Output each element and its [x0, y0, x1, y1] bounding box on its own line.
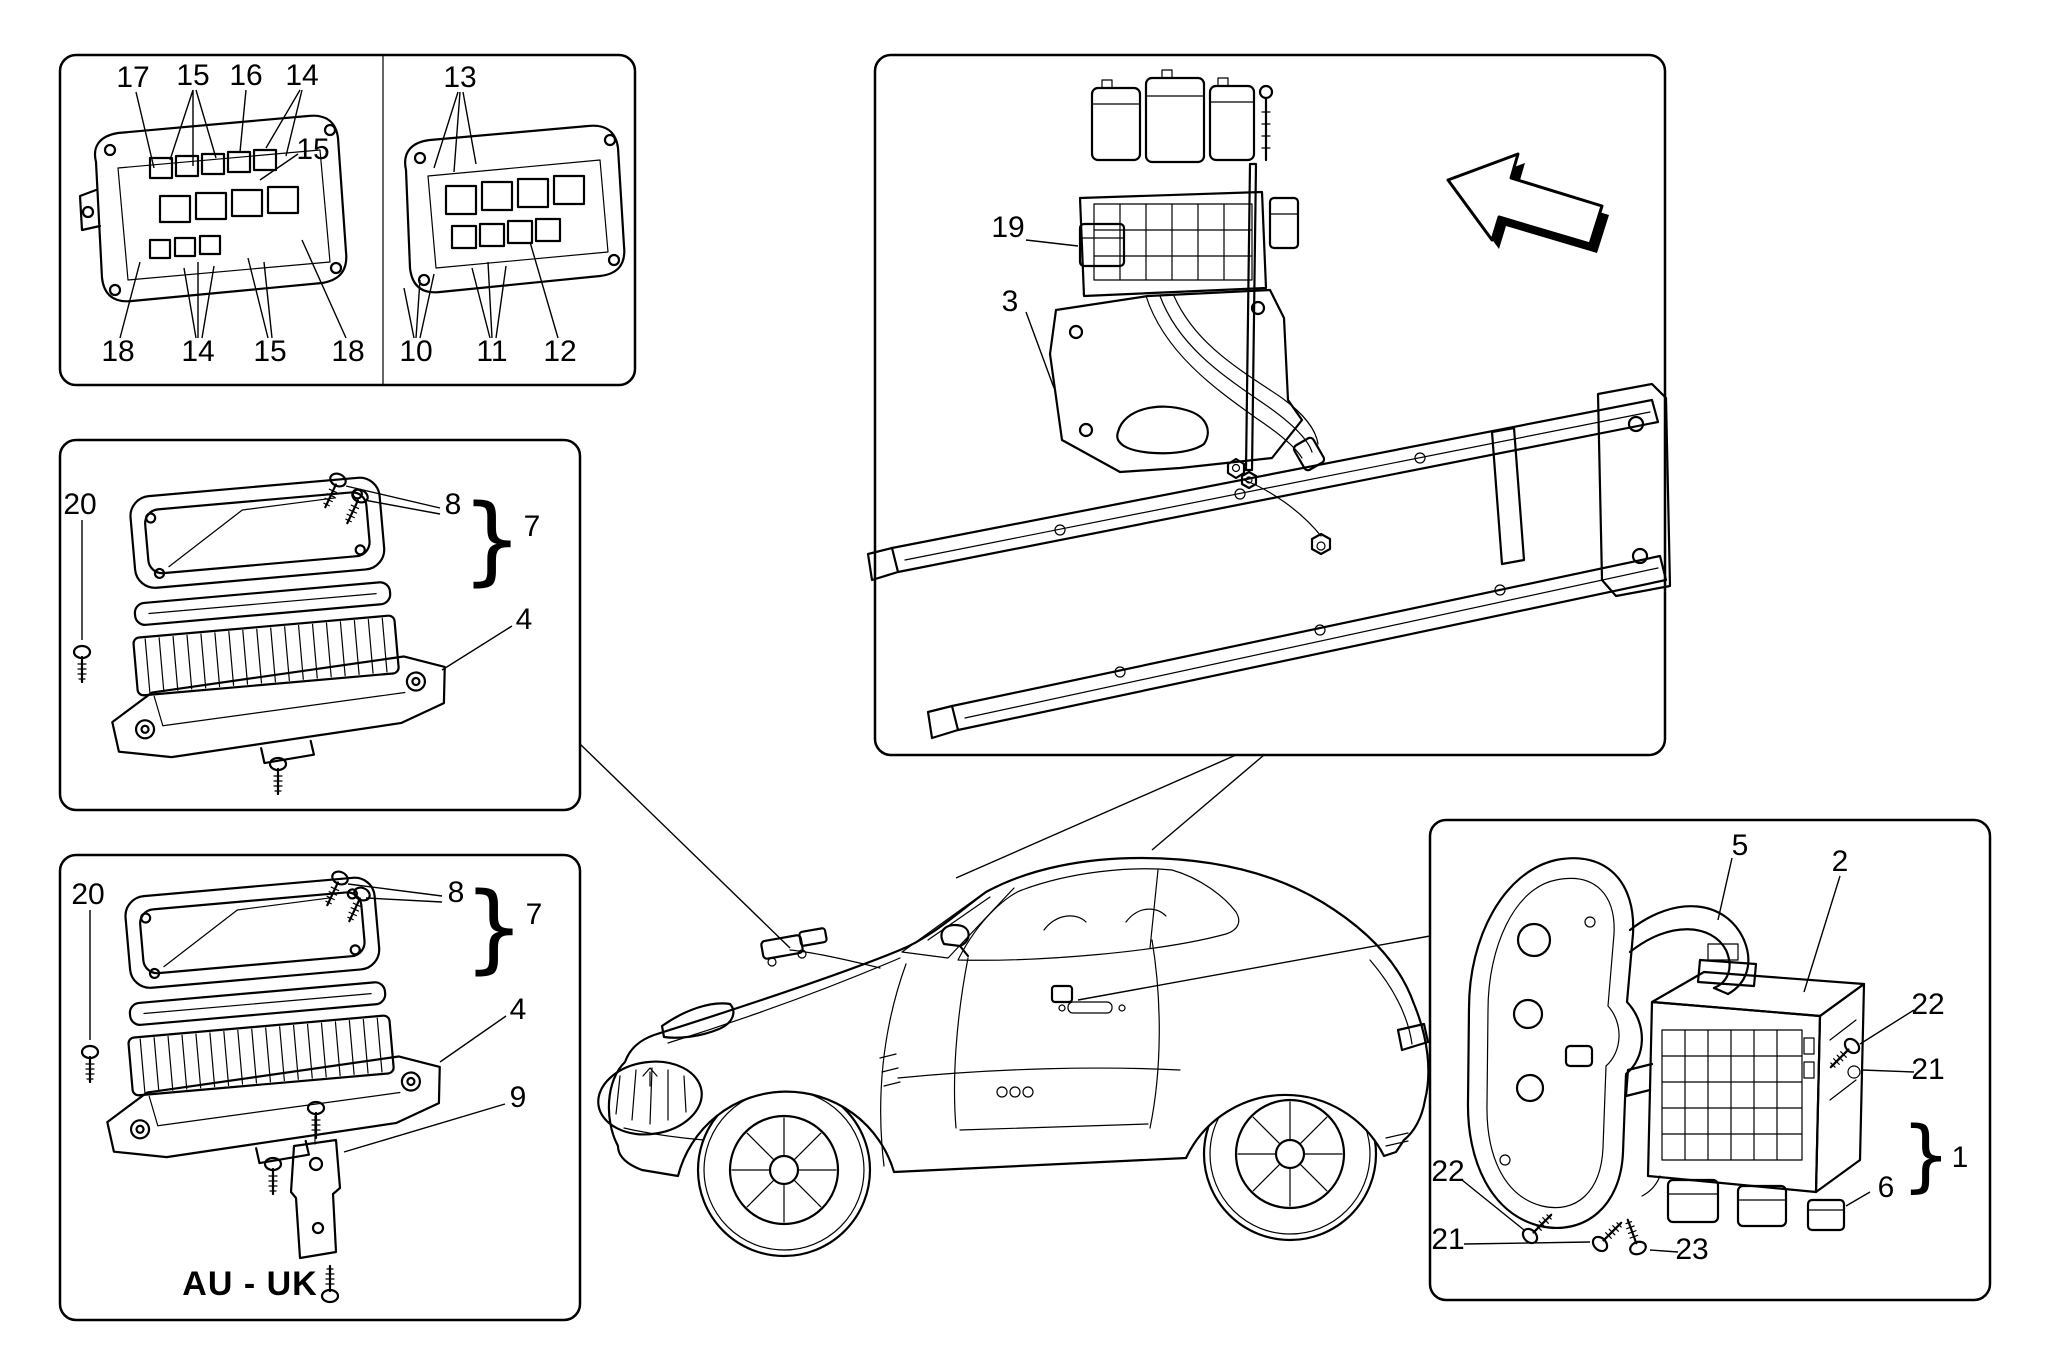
callout-18-a: 18 — [101, 335, 135, 368]
relay-19 — [1078, 222, 1126, 268]
wiring-harness — [1145, 295, 1326, 472]
panel-bottom-left-ecu — [58, 853, 582, 1322]
callout-14-b: 14 — [181, 335, 215, 368]
callout-leader-lines-d — [1025, 239, 1079, 389]
callout-19: 19 — [991, 211, 1025, 244]
hood-component — [760, 927, 828, 967]
support-bracket — [1048, 288, 1304, 480]
brace-glyph: } — [1901, 1111, 1951, 1201]
chassis-rails — [866, 382, 1672, 740]
callout-leader-lines-e — [1461, 857, 1915, 1253]
relay-modules — [1090, 69, 1274, 164]
callout-15-a: 15 — [176, 59, 210, 92]
car-details — [597, 868, 1430, 1167]
fuse-block — [1078, 162, 1300, 490]
trim-panel — [1466, 857, 1750, 1229]
callout-23: 23 — [1675, 1233, 1709, 1266]
callout-leader-lines-a — [119, 89, 559, 339]
callout-20-b: 20 — [63, 488, 97, 521]
panel-top-left-fuseboxes — [58, 53, 637, 387]
panel-middle-left-ecu — [58, 438, 582, 812]
callout-leader-lines-b — [81, 485, 513, 671]
callout-5: 5 — [1731, 829, 1749, 862]
car-body — [607, 856, 1430, 1178]
callout-17: 17 — [116, 61, 150, 94]
callout-15-b: 15 — [253, 335, 287, 368]
callout-7-b: 7 — [523, 510, 541, 543]
callout-8-c: 8 — [447, 876, 465, 909]
door-lock-component — [1050, 984, 1074, 1012]
callout-leader-lines-c — [89, 883, 507, 1153]
callout-3: 3 — [1001, 285, 1019, 318]
callout-22-r: 22 — [1911, 988, 1945, 1021]
callout-16: 16 — [229, 59, 263, 92]
callout-6: 6 — [1877, 1171, 1895, 1204]
callout-4-c: 4 — [509, 993, 527, 1026]
callout-8-b: 8 — [444, 488, 462, 521]
callout-12: 12 — [543, 335, 577, 368]
brace-glyph: } — [463, 872, 525, 984]
callout-15-side: 15 — [296, 133, 330, 166]
fusebox-view-right — [404, 124, 626, 294]
callout-13: 13 — [443, 61, 477, 94]
fusebox-body — [1624, 943, 1866, 1232]
washer-icon — [1847, 1065, 1861, 1079]
callout-21-r: 21 — [1911, 1053, 1945, 1086]
callout-22-l: 22 — [1431, 1155, 1465, 1188]
callout-9: 9 — [509, 1081, 527, 1114]
callout-7-c: 7 — [525, 898, 543, 931]
callout-1: 1 — [1951, 1141, 1969, 1174]
callout-11: 11 — [476, 335, 508, 368]
region-label-au-uk: AU - UK — [182, 1265, 318, 1303]
direction-arrow-icon — [1446, 152, 1609, 253]
car-illustration — [597, 856, 1430, 1258]
brace-glyph: } — [461, 484, 523, 596]
callout-10: 10 — [399, 335, 433, 368]
callout-18-b: 18 — [331, 335, 365, 368]
relay-6 — [1806, 1198, 1846, 1232]
panel-connector-lines — [579, 743, 1431, 1001]
panel-bottom-right-fusebox — [1428, 818, 1992, 1302]
fusebox-view-left — [78, 114, 348, 303]
panel-top-right-assembly — [866, 53, 1672, 757]
callout-2: 2 — [1831, 845, 1849, 878]
callout-14-a: 14 — [285, 59, 319, 92]
callout-20-c: 20 — [71, 878, 105, 911]
callout-21-l: 21 — [1431, 1223, 1465, 1256]
callout-4-b: 4 — [515, 603, 533, 636]
